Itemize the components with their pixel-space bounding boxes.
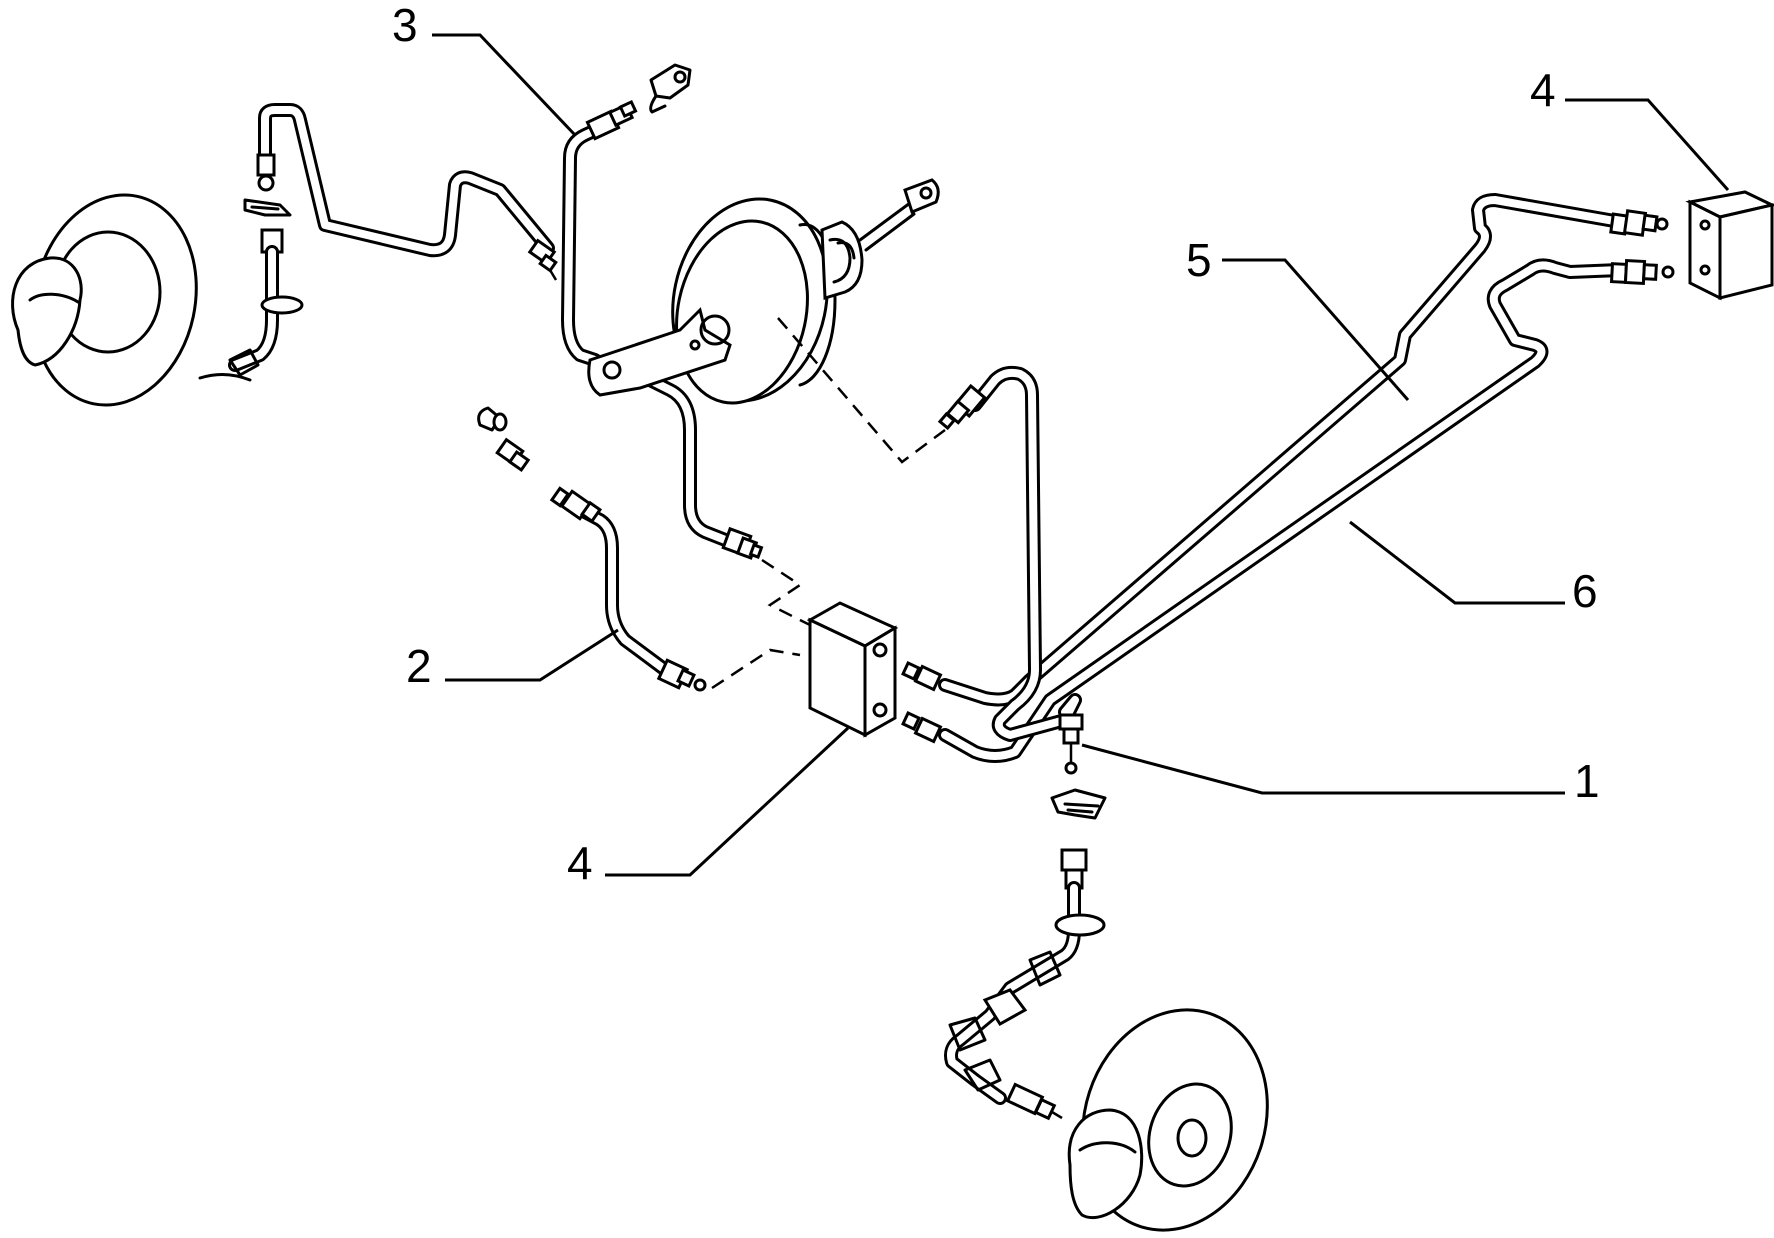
leader-4-upper [1565, 98, 1730, 191]
right-front-hose [944, 788, 1107, 1121]
callout-6: 6 [1572, 565, 1598, 617]
pipe-2 [477, 406, 707, 692]
pipe-3 [561, 63, 764, 560]
callout-5: 5 [1186, 234, 1212, 286]
left-rear-pipe [198, 103, 558, 382]
block-outlet-fittings [901, 661, 943, 744]
leader-2 [445, 628, 619, 682]
right-brake-disc [1067, 1008, 1269, 1232]
connector-dash-lower [711, 648, 801, 690]
upper-right-fittings [1609, 209, 1675, 286]
callout-4-lower: 4 [567, 837, 593, 889]
leader-4-lower [605, 726, 850, 877]
callout-3: 3 [392, 0, 418, 51]
callout-1: 1 [1574, 755, 1600, 807]
leader-1 [1081, 743, 1565, 795]
valve-block [806, 601, 899, 738]
pipe-5 [938, 193, 1627, 707]
junction-block [1685, 190, 1774, 301]
leader-5 [1222, 258, 1410, 401]
pipe-1 [937, 365, 1084, 775]
leader-6 [1349, 520, 1565, 605]
leader-3 [432, 33, 577, 137]
left-brake-disc [11, 193, 198, 407]
pipe-6 [938, 258, 1627, 763]
callout-2: 2 [406, 640, 432, 692]
assembly-centerline [777, 317, 946, 464]
brake-booster [587, 178, 940, 405]
connector-dash-upper [761, 558, 811, 627]
callout-4-upper: 4 [1530, 64, 1556, 116]
